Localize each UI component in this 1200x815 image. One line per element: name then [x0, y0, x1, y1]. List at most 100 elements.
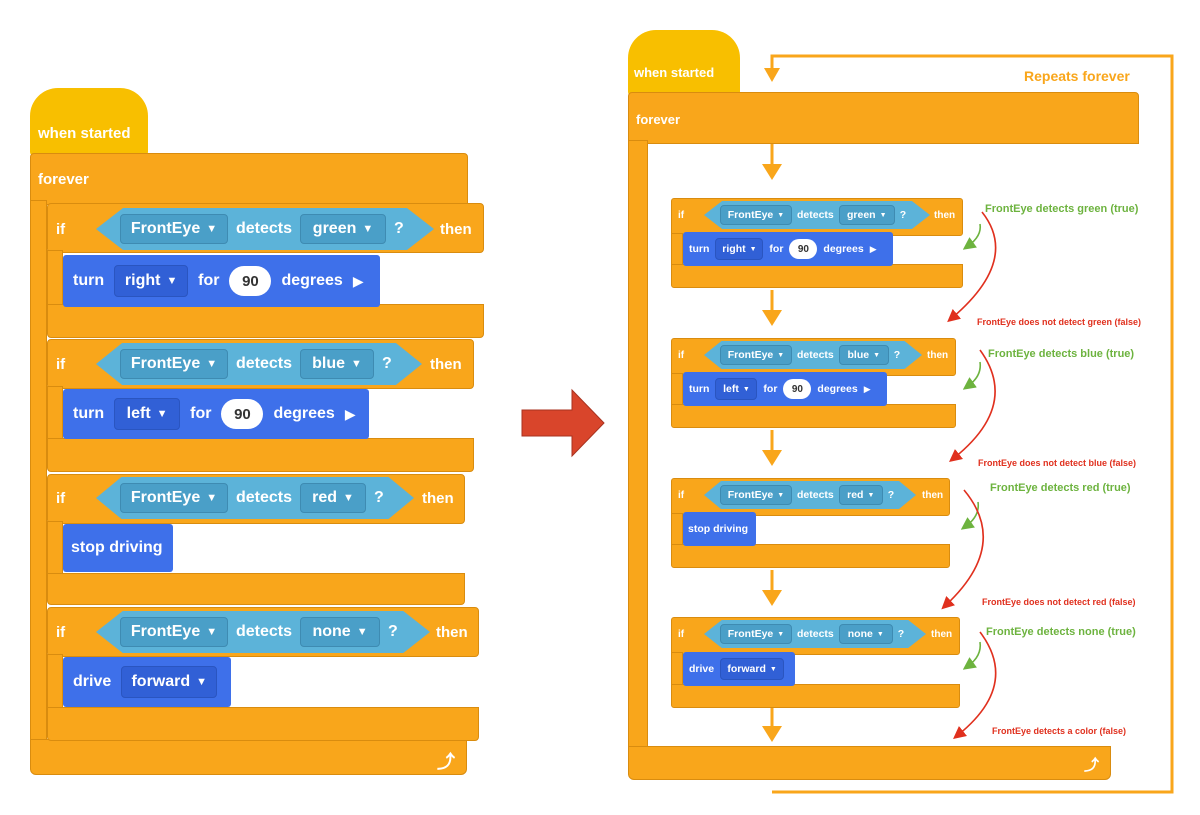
- detects-condition-blue[interactable]: FrontEye ▼ detects blue ▼ ?: [704, 341, 922, 369]
- detects-condition-none[interactable]: FrontEye ▼ detects none ▼ ?: [704, 620, 926, 648]
- sensor-dropdown[interactable]: FrontEye ▼: [720, 485, 792, 505]
- color-dropdown-none[interactable]: none ▼: [300, 617, 381, 647]
- color-dropdown-red[interactable]: red ▼: [300, 483, 367, 513]
- caret-down-icon: ▼: [867, 491, 875, 499]
- play-icon[interactable]: ▶: [869, 243, 877, 254]
- true-annotation-red: FrontEye detects red (true): [990, 482, 1131, 494]
- if-label: if: [678, 210, 685, 221]
- color-dropdown-blue[interactable]: blue ▼: [838, 345, 889, 365]
- then-label: then: [422, 490, 454, 507]
- sensor-dropdown[interactable]: FrontEye ▼: [120, 617, 228, 647]
- forever-block[interactable]: [628, 92, 1139, 144]
- forever-block[interactable]: [30, 153, 468, 205]
- forever-footer: [628, 746, 1111, 780]
- loop-arrow-icon: ⤴: [437, 752, 455, 772]
- direction-dropdown[interactable]: left ▼: [114, 398, 181, 430]
- right-arrow-icon: [521, 388, 605, 458]
- question-mark: ?: [382, 355, 392, 372]
- turn-label: turn: [73, 405, 105, 422]
- turn-label: turn: [73, 272, 105, 289]
- direction-dropdown[interactable]: right ▼: [114, 265, 189, 297]
- detects-condition-green[interactable]: FrontEye ▼ detects green ▼ ?: [96, 208, 434, 250]
- sensor-dropdown[interactable]: FrontEye ▼: [720, 345, 792, 365]
- detects-condition-blue[interactable]: FrontEye ▼ detects blue ▼ ?: [96, 343, 422, 385]
- if-label: if: [678, 490, 685, 501]
- if-label: if: [56, 490, 66, 507]
- drive-forward-block[interactable]: drive forward ▼: [683, 652, 795, 686]
- color-dropdown-none[interactable]: none ▼: [838, 624, 893, 644]
- true-annotation-green: FrontEye detects green (true): [985, 203, 1139, 215]
- degrees-label: degrees: [281, 272, 343, 289]
- degrees-input[interactable]: 90: [221, 399, 264, 429]
- caret-down-icon: ▼: [206, 223, 218, 235]
- turn-left-block[interactable]: turn left ▼ for 90 degrees ▶: [683, 372, 887, 406]
- forever-footer: [30, 739, 467, 775]
- sensor-dropdown[interactable]: FrontEye ▼: [120, 349, 228, 379]
- color-dropdown-red[interactable]: red ▼: [838, 485, 883, 505]
- color-dropdown-blue[interactable]: blue ▼: [300, 349, 375, 379]
- drive-forward-block[interactable]: drive forward ▼: [63, 657, 231, 707]
- direction-dropdown[interactable]: right ▼: [715, 238, 764, 260]
- then-label: then: [430, 356, 462, 373]
- stop-driving-block[interactable]: stop driving: [683, 512, 756, 546]
- stop-driving-block[interactable]: stop driving: [63, 524, 173, 572]
- then-label: then: [436, 624, 468, 641]
- caret-down-icon: ▼: [873, 351, 881, 359]
- when-started-block[interactable]: when started: [30, 88, 148, 156]
- sensor-dropdown[interactable]: FrontEye ▼: [720, 624, 792, 644]
- caret-down-icon: ▼: [777, 211, 785, 219]
- detects-condition-red[interactable]: FrontEye ▼ detects red ▼ ?: [96, 477, 414, 519]
- detects-label: detects: [797, 209, 834, 221]
- direction-dropdown[interactable]: forward ▼: [121, 666, 218, 698]
- turn-right-block[interactable]: turn right ▼ for 90 degrees ▶: [683, 232, 893, 266]
- degrees-input[interactable]: 90: [229, 266, 272, 296]
- then-label: then: [440, 221, 472, 238]
- flow-arrows: [762, 144, 782, 742]
- loop-arrow-icon: ⤴: [1084, 757, 1100, 774]
- when-started-block[interactable]: when started: [628, 30, 740, 96]
- degrees-input[interactable]: 90: [789, 239, 818, 259]
- sensor-dropdown[interactable]: FrontEye ▼: [120, 214, 228, 244]
- sensor-dropdown[interactable]: FrontEye ▼: [120, 483, 228, 513]
- stop-driving-label: stop driving: [71, 539, 163, 556]
- detects-condition-red[interactable]: FrontEye ▼ detects red ▼ ?: [704, 481, 916, 509]
- caret-down-icon: ▼: [742, 385, 750, 393]
- if-label: if: [56, 356, 66, 373]
- caret-down-icon: ▼: [196, 676, 208, 688]
- forever-arm: [628, 140, 648, 748]
- color-dropdown-green[interactable]: green ▼: [838, 205, 895, 225]
- detects-label: detects: [236, 489, 293, 506]
- question-mark: ?: [887, 489, 895, 501]
- loop-label: Repeats forever: [1024, 68, 1130, 84]
- color-dropdown-green[interactable]: green ▼: [300, 214, 387, 244]
- direction-dropdown[interactable]: forward ▼: [720, 658, 785, 680]
- false-annotation-blue: FrontEye does not detect blue (false): [978, 458, 1137, 468]
- sensor-dropdown[interactable]: FrontEye ▼: [720, 205, 792, 225]
- play-icon[interactable]: ▶: [352, 272, 364, 289]
- if-label: if: [678, 350, 685, 361]
- turn-left-block[interactable]: turn left ▼ for 90 degrees ▶: [63, 389, 369, 439]
- if-label: if: [56, 221, 66, 238]
- if-label: if: [678, 629, 685, 640]
- question-mark: ?: [893, 349, 901, 361]
- caret-down-icon: ▼: [769, 665, 777, 673]
- caret-down-icon: ▼: [879, 211, 887, 219]
- caret-down-icon: ▼: [343, 492, 354, 504]
- play-icon[interactable]: ▶: [344, 405, 356, 422]
- for-label: for: [190, 405, 212, 422]
- direction-dropdown[interactable]: left ▼: [715, 378, 758, 400]
- detects-condition-green[interactable]: FrontEye ▼ detects green ▼ ?: [704, 201, 930, 229]
- detects-label: detects: [236, 220, 293, 237]
- turn-right-block[interactable]: turn right ▼ for 90 degrees ▶: [63, 255, 380, 307]
- detects-label: detects: [797, 628, 834, 640]
- question-mark: ?: [388, 623, 398, 640]
- detects-condition-none[interactable]: FrontEye ▼ detects none ▼ ?: [96, 611, 430, 653]
- for-label: for: [769, 243, 784, 255]
- degrees-input[interactable]: 90: [783, 379, 812, 399]
- false-annotation-red: FrontEye does not detect red (false): [982, 597, 1136, 607]
- when-started-label: when started: [634, 65, 715, 80]
- play-icon[interactable]: ▶: [863, 383, 871, 394]
- detects-label: detects: [236, 623, 293, 640]
- caret-down-icon: ▼: [206, 358, 218, 370]
- degrees-label: degrees: [273, 405, 335, 422]
